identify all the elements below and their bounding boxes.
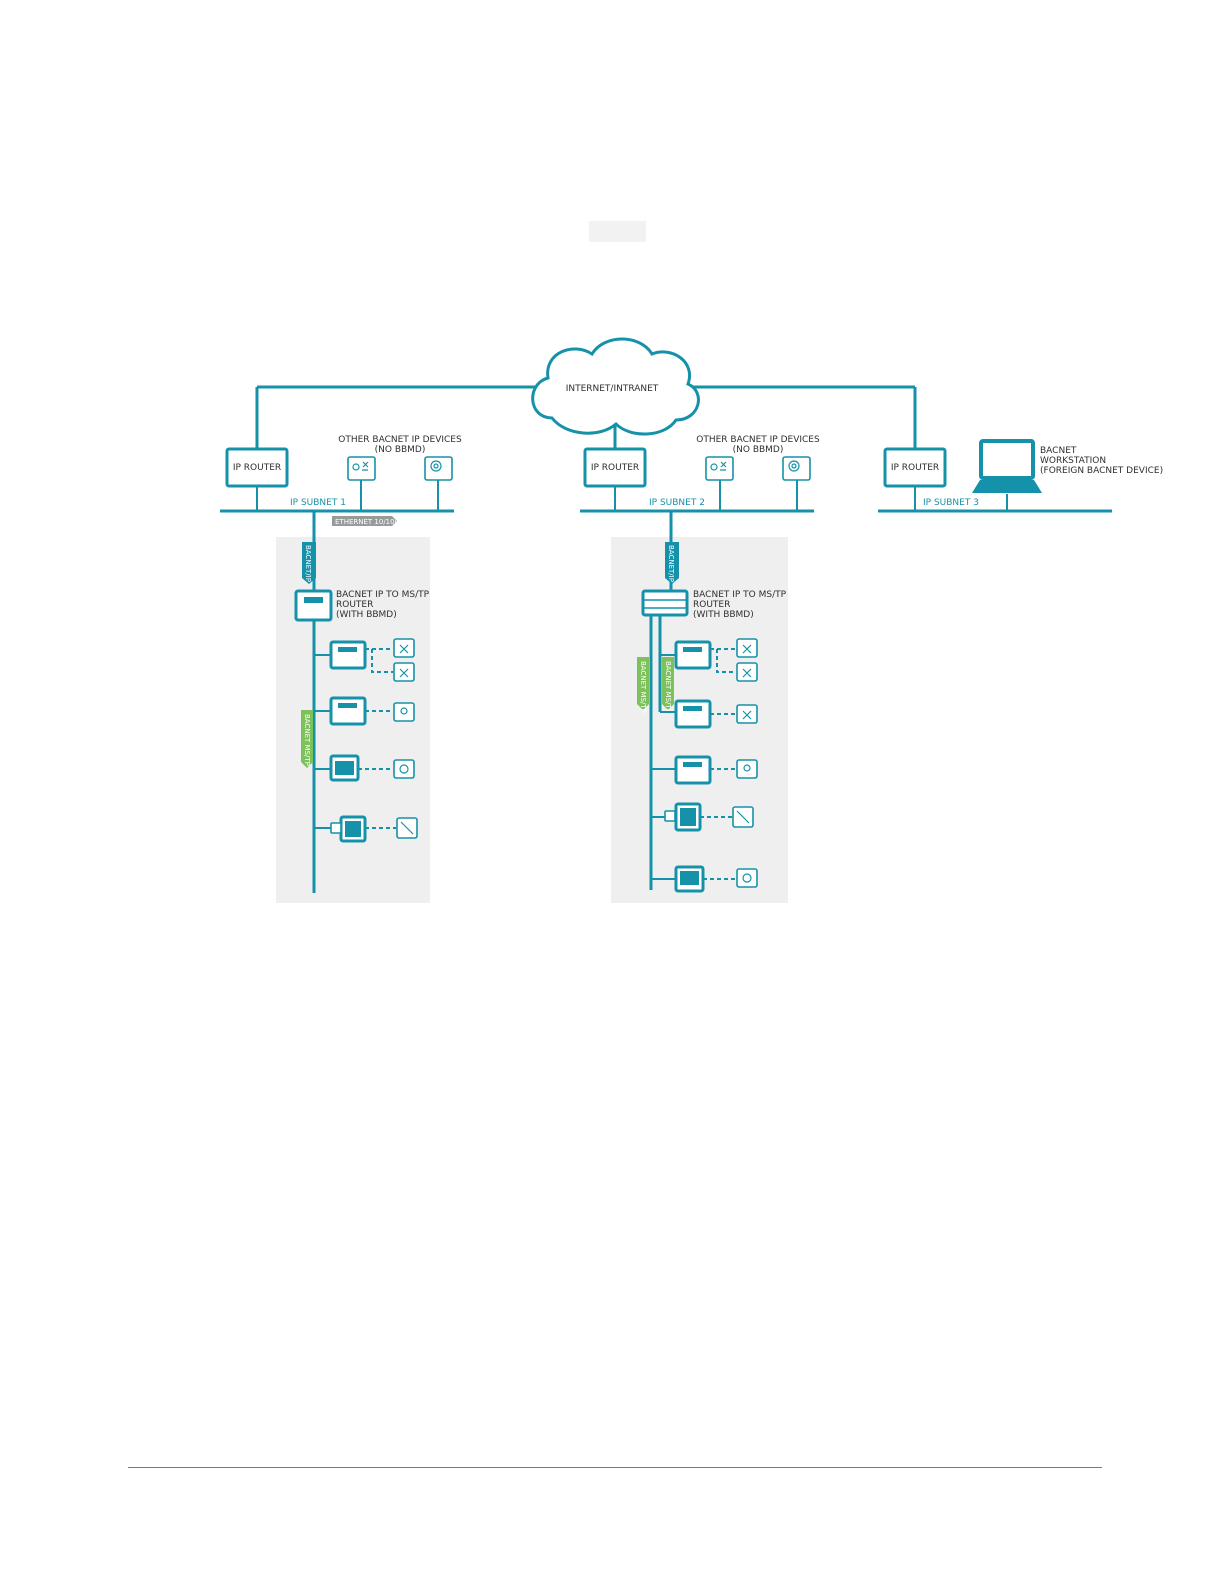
workstation-line3: (FOREIGN BACNET DEVICE) bbox=[1040, 466, 1163, 476]
fan-icon bbox=[736, 704, 758, 724]
mstp-trunk-1: BACNET/IP BACNET IP TO MS/TP ROUTER (WIT… bbox=[294, 511, 430, 893]
mstp-router-2 bbox=[641, 589, 689, 617]
other-devices-2-line2: (NO BBMD) bbox=[733, 445, 784, 455]
fan-icon bbox=[393, 662, 415, 682]
subnet-2-label: IP SUBNET 2 bbox=[649, 498, 705, 508]
ethernet-tag: ETHERNET 10/100 bbox=[332, 516, 399, 526]
ethernet-tag-label: ETHERNET 10/100 bbox=[335, 518, 399, 526]
backbone-lines bbox=[255, 385, 917, 450]
workstation-line2: WORKSTATION bbox=[1040, 456, 1106, 466]
sensor-icon bbox=[424, 456, 453, 481]
controller-2a bbox=[674, 640, 712, 670]
ip-router-1-label: IP ROUTER bbox=[233, 463, 281, 473]
controller-1b bbox=[329, 696, 367, 726]
thermostat-fan-icon bbox=[347, 456, 376, 481]
internet-cloud: INTERNET/INTRANET bbox=[531, 337, 700, 436]
laptop-icon bbox=[979, 439, 1035, 480]
mstp-router-2-line1: BACNET IP TO MS/TP bbox=[693, 590, 787, 600]
thermostat-fan-icon bbox=[705, 456, 734, 481]
other-devices-1-line1: OTHER BACNET IP DEVICES bbox=[338, 435, 462, 445]
bacnet-workstation: BACNET WORKSTATION (FOREIGN BACNET DEVIC… bbox=[972, 439, 1163, 493]
meter-icon bbox=[736, 868, 758, 888]
sensor-icon bbox=[782, 456, 811, 481]
mstp-tag-1: BACNET MS/TP bbox=[303, 714, 311, 766]
mstp-router-1-line3: (WITH BBMD) bbox=[336, 610, 397, 620]
fan-icon bbox=[393, 638, 415, 658]
controller-1a bbox=[329, 640, 367, 670]
light-icon bbox=[736, 759, 758, 779]
subnet-3-label: IP SUBNET 3 bbox=[923, 498, 979, 508]
other-devices-2-line1: OTHER BACNET IP DEVICES bbox=[696, 435, 820, 445]
ip-router-1: IP ROUTER bbox=[225, 447, 289, 488]
subnet-buses bbox=[220, 480, 1112, 513]
mstp-router-1 bbox=[294, 589, 333, 622]
mstp-trunk-2: BACNET/IP BACNET IP TO MS/TP ROUTER (WIT… bbox=[637, 511, 787, 893]
other-devices-1: OTHER BACNET IP DEVICES (NO BBMD) bbox=[338, 435, 462, 481]
workstation-line1: BACNET bbox=[1040, 446, 1077, 456]
mstp-router-1-line1: BACNET IP TO MS/TP bbox=[336, 590, 430, 600]
fan-icon bbox=[736, 638, 758, 658]
mstp-router-2-line2: ROUTER bbox=[693, 600, 730, 610]
mstp-tag-2b: BACNET MS/TP bbox=[664, 661, 672, 713]
bacnet-ip-tag-1: BACNET/IP bbox=[304, 545, 312, 582]
ip-router-3: IP ROUTER bbox=[883, 447, 947, 488]
mstp-router-2-line3: (WITH BBMD) bbox=[693, 610, 754, 620]
other-devices-2: OTHER BACNET IP DEVICES (NO BBMD) bbox=[696, 435, 820, 481]
subnet-1-label: IP SUBNET 1 bbox=[290, 498, 346, 508]
mstp-tag-2a: BACNET MS/TP bbox=[639, 661, 647, 713]
ip-router-3-label: IP ROUTER bbox=[891, 463, 939, 473]
bacnet-ip-tag-2: BACNET/IP bbox=[667, 545, 675, 582]
footer-rule bbox=[128, 1467, 1102, 1468]
fan-icon bbox=[736, 662, 758, 682]
controller-2c bbox=[674, 755, 712, 785]
top-grey-tag bbox=[589, 221, 646, 242]
meter-icon bbox=[393, 759, 415, 779]
cloud-label: INTERNET/INTRANET bbox=[566, 384, 659, 394]
ip-router-2-label: IP ROUTER bbox=[591, 463, 639, 473]
other-devices-1-line2: (NO BBMD) bbox=[375, 445, 426, 455]
light-icon bbox=[393, 702, 415, 722]
mstp-router-1-line2: ROUTER bbox=[336, 600, 373, 610]
controller-2b bbox=[674, 699, 712, 729]
ip-router-2: IP ROUTER bbox=[583, 447, 647, 488]
